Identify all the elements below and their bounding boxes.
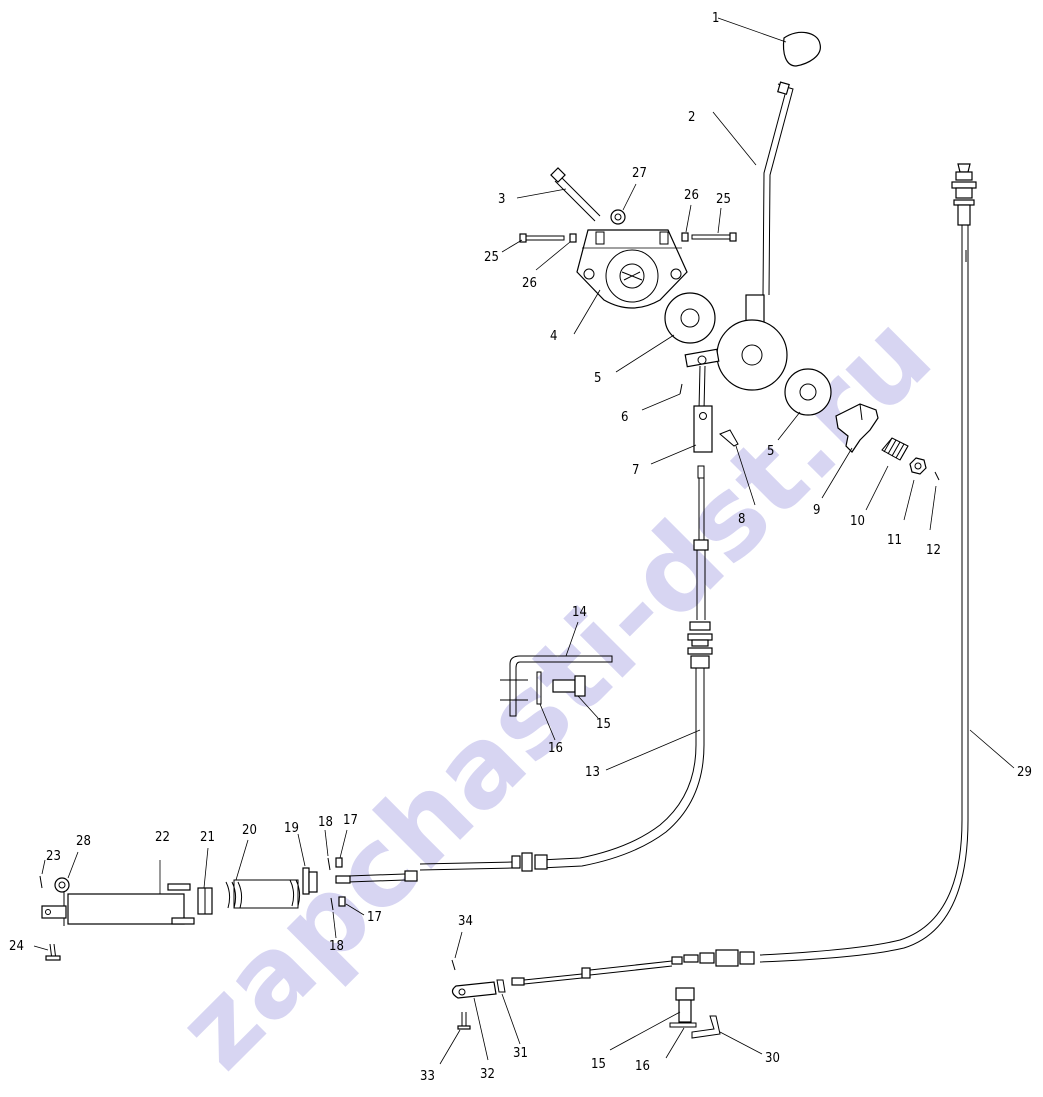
- label-20: 20: [242, 823, 257, 838]
- label-27: 27: [632, 166, 647, 181]
- part-5-washer-upper: [615, 292, 716, 373]
- label-13: 13: [585, 765, 600, 780]
- part-16-pin-upper: [536, 671, 556, 741]
- label-12: 12: [926, 543, 941, 558]
- label-7: 7: [632, 463, 639, 478]
- label-15-upper: 15: [596, 717, 611, 732]
- label-31: 31: [513, 1046, 528, 1061]
- label-15-lower: 15: [591, 1057, 606, 1072]
- label-17-lower: 17: [367, 910, 382, 925]
- label-25-left: 25: [484, 250, 499, 265]
- part-15-bolt-upper: [552, 675, 599, 719]
- part-32-clevis: [451, 981, 497, 1061]
- label-29: 29: [1017, 765, 1032, 780]
- part-17-nuts: [335, 829, 365, 916]
- part-29-cable: [511, 163, 1015, 986]
- part-1-knob: [717, 17, 821, 67]
- label-28: 28: [76, 834, 91, 849]
- label-21: 21: [200, 830, 215, 845]
- part-22-cylinder: [63, 860, 195, 926]
- label-5-lower: 5: [767, 444, 774, 459]
- part-labels: 1 2 3 4 5 5 6 7 8 9 10 11 12 13 14 15 15…: [9, 11, 1032, 1084]
- label-11: 11: [887, 533, 902, 548]
- label-34: 34: [458, 914, 473, 929]
- part-11-nut: [903, 457, 927, 521]
- part-27-washer: [610, 183, 637, 225]
- label-8: 8: [738, 512, 745, 527]
- label-5-upper: 5: [594, 371, 601, 386]
- label-24: 24: [9, 939, 24, 954]
- label-23: 23: [46, 849, 61, 864]
- part-18-clips: [324, 829, 337, 939]
- part-5-washer-lower: [777, 368, 832, 441]
- label-30: 30: [765, 1051, 780, 1066]
- part-16-pin-lower: [665, 1022, 697, 1059]
- part-8-pin: [719, 429, 756, 506]
- label-14: 14: [572, 605, 587, 620]
- part-2-lever: [712, 81, 794, 391]
- part-30-bracket: [691, 1015, 763, 1055]
- label-19: 19: [284, 821, 299, 836]
- label-25-right: 25: [716, 192, 731, 207]
- label-10: 10: [850, 514, 865, 529]
- part-14-bracket: [500, 621, 613, 717]
- label-3: 3: [498, 192, 505, 207]
- part-24-pin: [33, 943, 61, 961]
- part-25-26-left: [501, 233, 577, 271]
- part-25-26-right: [681, 204, 737, 242]
- label-2: 2: [688, 110, 695, 125]
- label-26-right: 26: [684, 188, 699, 203]
- label-17-upper: 17: [343, 813, 358, 828]
- part-13-cable: [335, 465, 713, 884]
- label-4: 4: [550, 329, 557, 344]
- label-18-lower: 18: [329, 939, 344, 954]
- label-32: 32: [480, 1067, 495, 1082]
- label-16-lower: 16: [635, 1059, 650, 1074]
- part-6-pin: [641, 348, 720, 411]
- label-1: 1: [712, 11, 719, 26]
- part-19-plate: [297, 833, 318, 895]
- part-21-bushing: [197, 847, 213, 915]
- label-6: 6: [621, 410, 628, 425]
- part-7-clevis: [650, 405, 713, 465]
- label-22: 22: [155, 830, 170, 845]
- part-33-pin: [439, 1012, 471, 1065]
- label-33: 33: [420, 1069, 435, 1084]
- part-31-clip: [496, 979, 521, 1045]
- part-4-bracket: [573, 229, 688, 335]
- part-15-bolt-lower: [609, 987, 695, 1051]
- part-34-cotter: [451, 931, 463, 971]
- part-20-spring: [225, 839, 301, 909]
- part-28-washer: [54, 851, 79, 893]
- part-9-switch: [821, 403, 879, 499]
- part-23-rod-end: [39, 859, 67, 919]
- label-26-left: 26: [522, 276, 537, 291]
- label-16-upper: 16: [548, 741, 563, 756]
- part-12-cotter: [929, 471, 940, 531]
- label-9: 9: [813, 503, 820, 518]
- part-3-bolt: [516, 167, 601, 222]
- label-18-upper: 18: [318, 815, 333, 830]
- part-10-spring: [865, 437, 909, 511]
